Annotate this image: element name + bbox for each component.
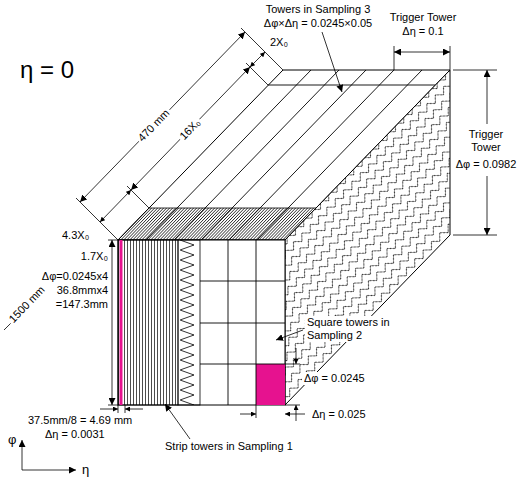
dimension-label: Δη = 0.025 [310, 408, 368, 421]
dimension-label: Δφ = 0.0245 [302, 372, 367, 385]
dimension-label: 1500 mm [5, 282, 49, 327]
dimension-label: 470 mm [134, 105, 174, 146]
dimension-label: Δη = 0.0031 [45, 428, 105, 441]
axis-label: η [82, 462, 89, 477]
axis-label: φ [8, 432, 16, 447]
dimension-label: Δφ = 0.0982 [456, 158, 517, 171]
dimension-label: Δη = 0.1 [402, 25, 443, 38]
dimension-label: 16X₀ [176, 114, 205, 143]
dimension-label: 4.3X₀ [62, 229, 89, 242]
dimension-label: 37.5mm/8 = 4.69 mm [28, 414, 132, 427]
trigger-tower-label: Trigger Tower [458, 128, 514, 154]
eta-position-label: η = 0 [20, 56, 74, 84]
callout-label: Strip towers in Sampling 1 [165, 440, 293, 453]
callout-label: Square towers in Sampling 2 [305, 316, 401, 342]
dimension-label: 36.8mmx4 [57, 284, 108, 297]
callout-title: Towers in Sampling 3 [266, 3, 371, 16]
dimension-label: 2X₀ [270, 36, 288, 49]
dimension-label: 1.7X₀ [81, 250, 108, 263]
granularity-label: Δφ×Δη = 0.0245×0.05 [264, 17, 372, 30]
trigger-tower-label: Trigger Tower [390, 11, 457, 24]
dimension-label: Δφ=0.0245x4 [42, 270, 108, 283]
dimension-label: =147.3mm [56, 298, 108, 311]
